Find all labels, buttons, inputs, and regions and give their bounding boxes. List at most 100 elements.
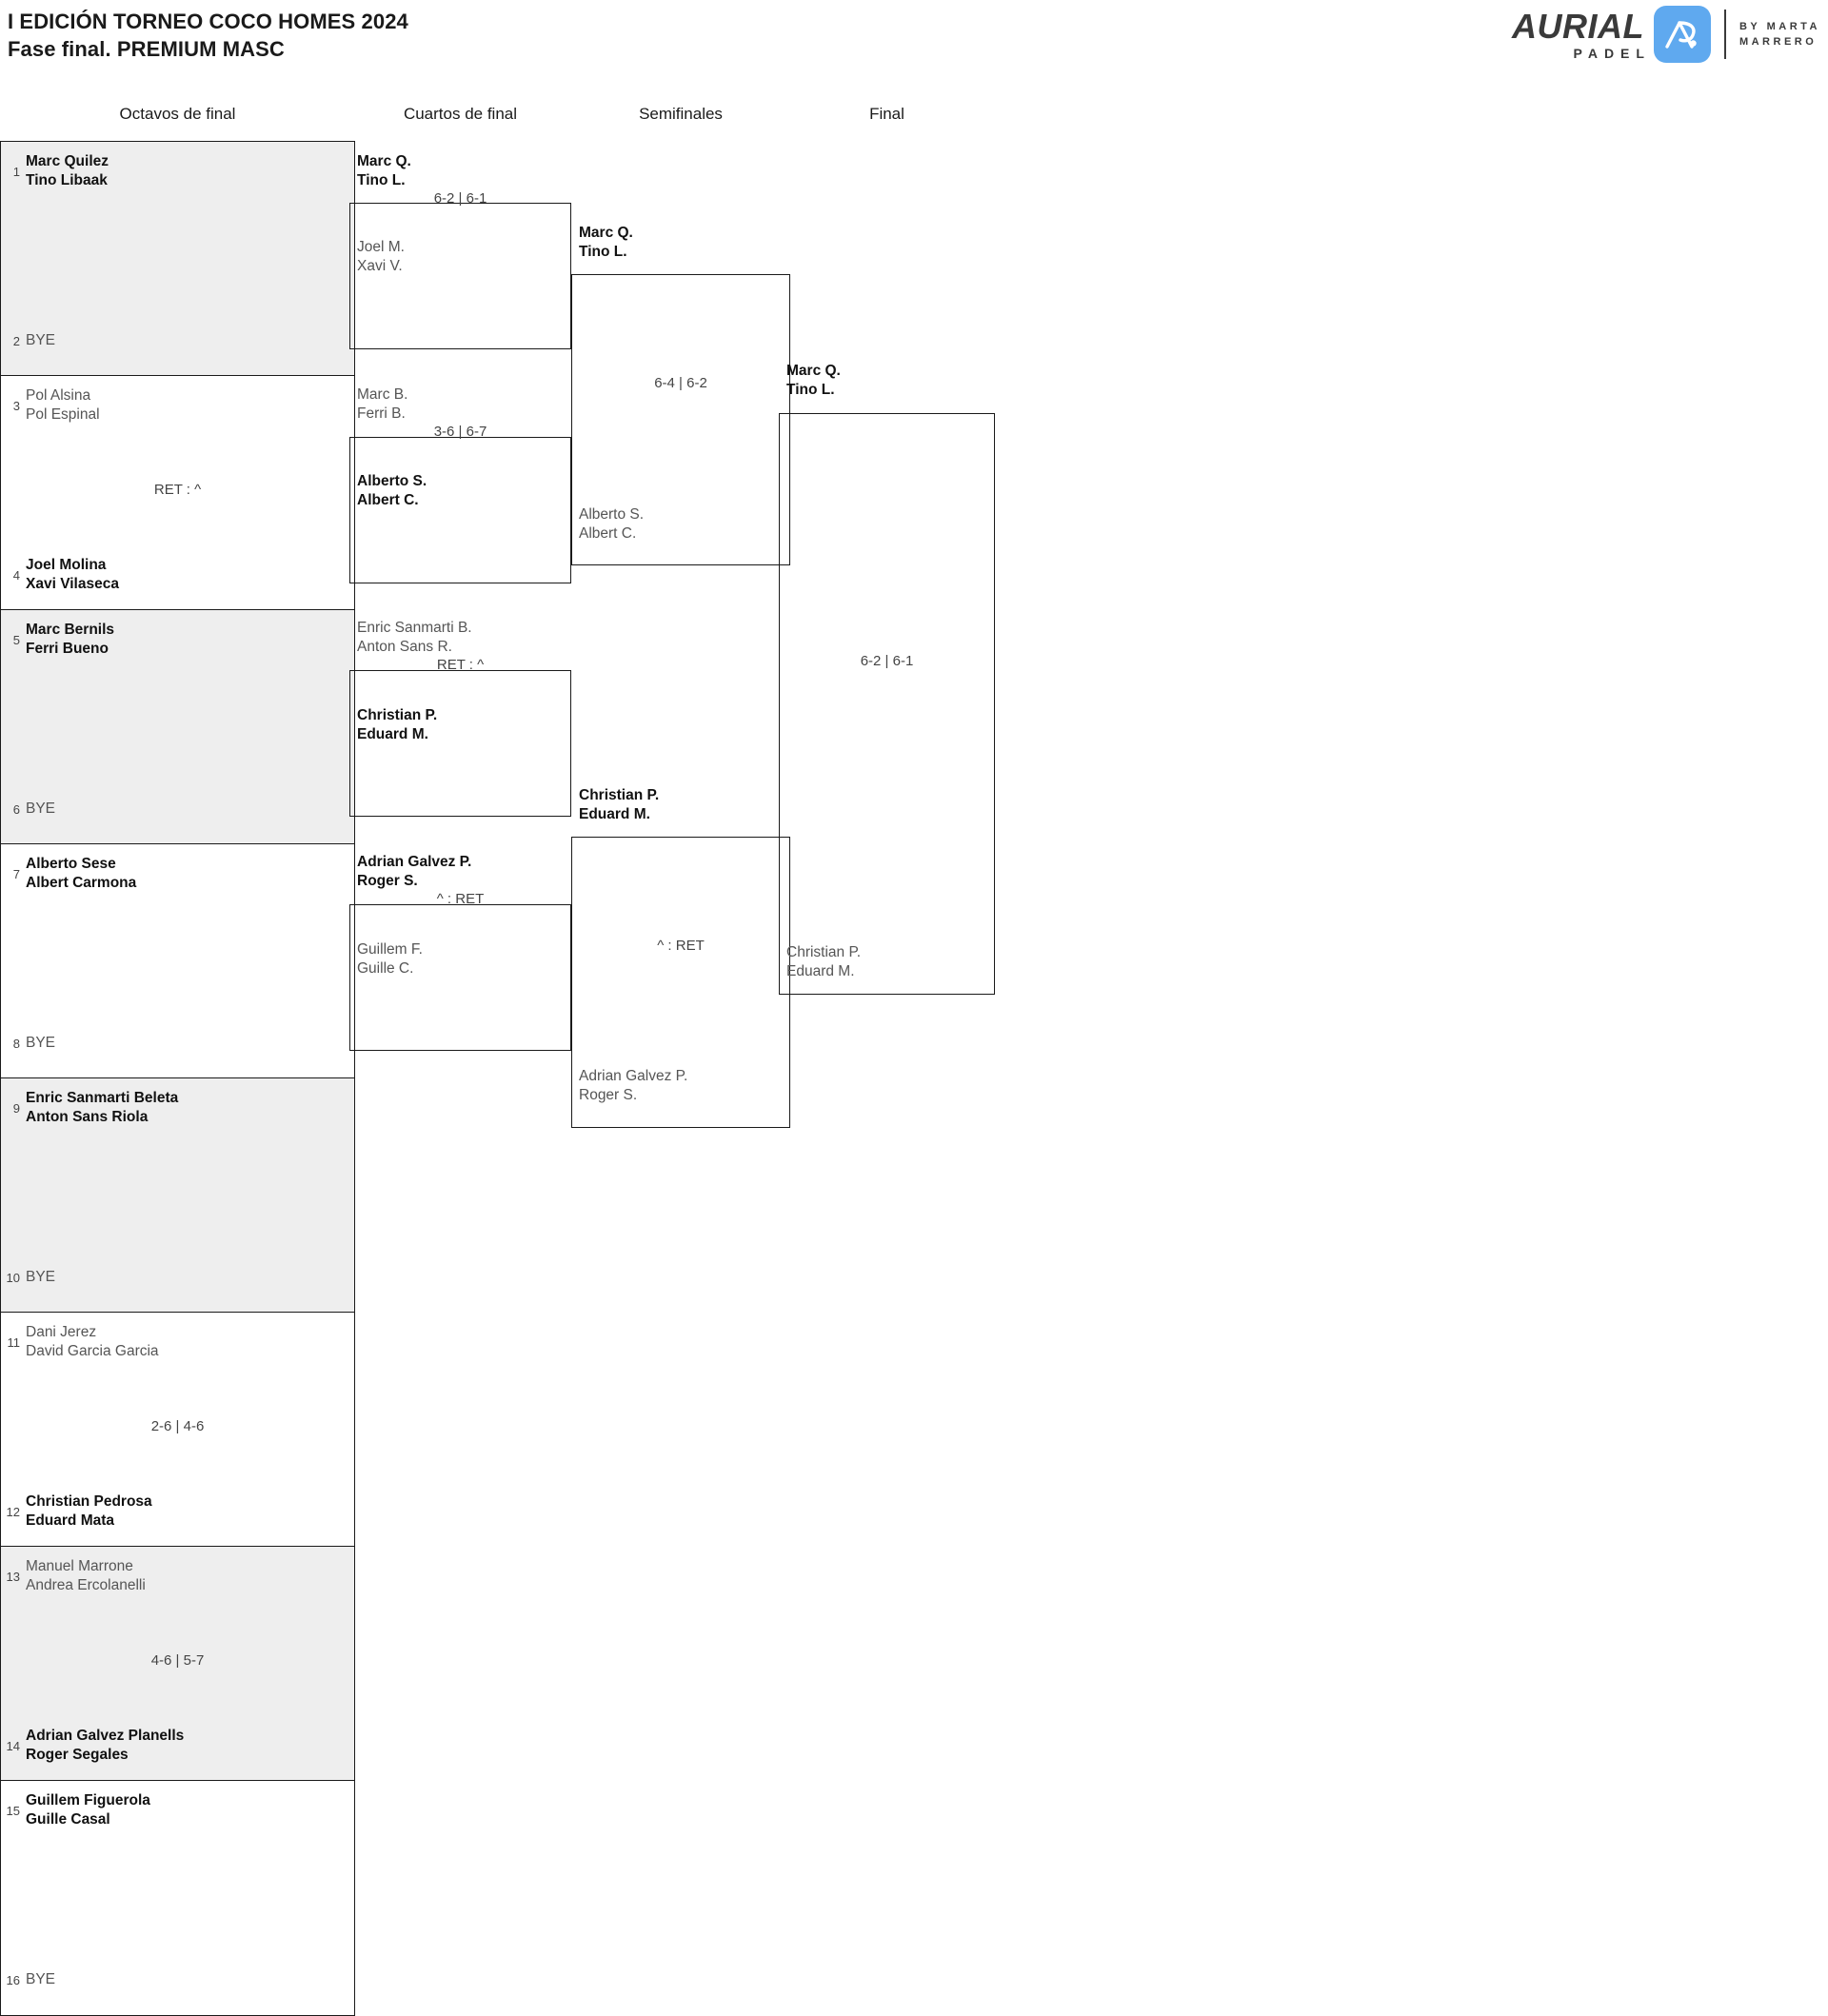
sf1-bottom-team[interactable]: Alberto S.Albert C. — [579, 506, 645, 542]
qf4-bottom-team[interactable]: Guillem F.Guille C. — [357, 941, 423, 977]
title-line-1: I EDICIÓN TORNEO COCO HOMES 2024 — [8, 10, 408, 33]
sf2-top-team[interactable]: Christian P.Eduard M. — [579, 787, 660, 822]
r1-slot-seed-10[interactable]: 10 BYE — [1, 1254, 354, 1301]
sf2-box — [571, 837, 790, 1128]
sf2-bottom-team[interactable]: Adrian Galvez P.Roger S. — [579, 1068, 688, 1103]
seed-number: 15 — [6, 1803, 20, 1818]
qf2-bottom-team[interactable]: Alberto S.Albert C. — [357, 473, 427, 508]
qf3-box — [349, 670, 571, 817]
seed-number: 3 — [12, 398, 20, 413]
logo-wordmark: AURIAL PADEL — [1511, 6, 1644, 60]
team-bye: BYE — [26, 1269, 56, 1285]
sf2-score: ^ : RET — [657, 938, 705, 954]
round-header-final: Final — [869, 105, 904, 123]
sf1-score: 6-4 | 6-2 — [654, 375, 707, 391]
qf3-bottom-team[interactable]: Christian P.Eduard M. — [357, 707, 438, 742]
r1-slot-seed-16[interactable]: 16 BYE — [1, 1956, 354, 2004]
r1-score-7: 4-6 | 5-7 — [150, 1652, 205, 1669]
seed-number: 11 — [7, 1334, 21, 1350]
qf4-top-team[interactable]: Adrian Galvez P.Roger S. — [357, 854, 472, 889]
final-score: 6-2 | 6-1 — [860, 653, 914, 669]
title-line-2: Fase final. PREMIUM MASC — [8, 37, 285, 62]
seed-number: 6 — [12, 801, 20, 817]
qf4-box — [349, 904, 571, 1051]
logo-sub-text: PADEL — [1573, 45, 1651, 61]
round-header-semifinales: Semifinales — [639, 105, 723, 123]
team-bye: BYE — [26, 1035, 56, 1051]
logo-byline: BY MARTA MARRERO — [1739, 19, 1820, 50]
r1-slot-seed-6[interactable]: 6 BYE — [1, 785, 354, 833]
logo-byline-line-2: MARRERO — [1739, 36, 1818, 48]
aurial-padel-logo: AURIAL PADEL BY MARTA MARRERO — [1512, 6, 1820, 63]
seed-number: 1 — [12, 164, 20, 179]
sf1-top-team[interactable]: Marc Q.Tino L. — [579, 225, 633, 260]
qf1-bottom-team[interactable]: Joel M.Xavi V. — [357, 239, 405, 274]
logo-brand-text: AURIAL — [1511, 6, 1644, 46]
logo-divider — [1723, 10, 1726, 59]
final-box — [779, 413, 995, 995]
seed-number: 2 — [12, 333, 20, 348]
seed-number: 12 — [6, 1504, 20, 1519]
ap-monogram-icon — [1653, 6, 1711, 63]
qf2-score: 3-6 | 6-7 — [433, 424, 487, 440]
r1-score-6: 2-6 | 4-6 — [150, 1418, 205, 1434]
seed-number: 14 — [6, 1738, 20, 1753]
qf1-top-team[interactable]: Marc Q.Tino L. — [357, 153, 411, 188]
seed-number: 5 — [12, 632, 20, 647]
qf2-top-team[interactable]: Marc B.Ferri B. — [357, 386, 408, 422]
team-bye: BYE — [26, 800, 56, 817]
final-bottom-team[interactable]: Christian P.Eduard M. — [786, 944, 862, 979]
page-title: I EDICIÓN TORNEO COCO HOMES 2024 Fase fi… — [8, 8, 408, 63]
seed-number: 8 — [12, 1036, 20, 1051]
final-top-team[interactable]: Marc Q.Tino L. — [786, 363, 841, 398]
seed-number: 9 — [12, 1100, 20, 1116]
seed-number: 16 — [6, 1972, 20, 1987]
qf3-score: RET : ^ — [436, 657, 485, 673]
qf1-score: 6-2 | 6-1 — [433, 190, 487, 207]
r1-slot-seed-2[interactable]: 2 BYE — [1, 317, 354, 365]
qf3-top-team[interactable]: Enric Sanmarti B.Anton Sans R. — [357, 620, 472, 655]
seed-number: 7 — [12, 866, 20, 881]
round-header-cuartos: Cuartos de final — [403, 105, 518, 123]
sf1-box — [571, 274, 790, 565]
team-bye: BYE — [26, 332, 56, 348]
seed-number: 4 — [12, 567, 20, 583]
logo-byline-line-1: BY MARTA — [1739, 20, 1820, 32]
qf2-box — [349, 437, 571, 583]
team-bye: BYE — [26, 1971, 56, 1987]
r1-slot-seed-8[interactable]: 8 BYE — [1, 1019, 354, 1067]
qf4-score: ^ : RET — [436, 891, 485, 907]
r1-score-2: RET : ^ — [153, 482, 202, 498]
qf1-box — [349, 203, 571, 349]
